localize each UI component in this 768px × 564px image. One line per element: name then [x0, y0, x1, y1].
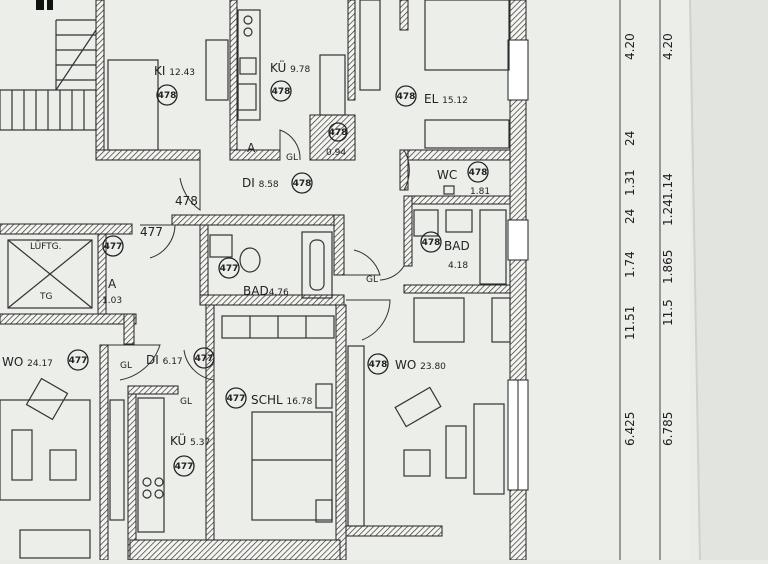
bad-right-area: 4.18: [448, 261, 468, 271]
room-label-wc: WC: [437, 168, 457, 182]
door-swings: [108, 129, 410, 381]
unit-badge-label: 478: [369, 360, 388, 370]
unit-badge-label: 478: [469, 168, 488, 178]
wc-area: 1.81: [470, 187, 490, 197]
paper-fold: [690, 0, 768, 560]
room-label-di-top: DI 8.58: [242, 176, 279, 190]
unit-badge-label: 478: [272, 87, 291, 97]
gl-label: GL: [366, 275, 378, 285]
svg-text:1.74: 1.74: [623, 251, 637, 278]
gl-label: GL: [180, 397, 192, 407]
unit-badge-label: 477: [220, 264, 239, 274]
svg-text:1.14: 1.14: [661, 173, 675, 200]
dimension-lines: [619, 0, 661, 560]
dimension-labels-left: 4.20 24 1.31 24 1.74 11.51 6.425: [623, 33, 637, 446]
abst-left-area: 1.03: [102, 296, 122, 306]
unit-badge-label: 478: [397, 92, 416, 102]
svg-text:11.5: 11.5: [661, 299, 675, 326]
room-label-schl: SCHL 16.78: [251, 393, 313, 407]
gl-label: GL: [120, 361, 132, 371]
shaft-top-label: LÜFTG.: [30, 241, 62, 252]
unit-badge: [156, 84, 178, 106]
shaft-bottom-label: TG: [39, 292, 52, 302]
room-label-di-mid: DI 6.17: [146, 353, 183, 367]
svg-text:11.51: 11.51: [623, 306, 637, 340]
dimension-labels-right: 4.20 1.24 1.14 1.865 11.5 6.785: [661, 33, 675, 446]
room-labels: KI 12.43 478 KÜ 9.78 478 478 EL 15.12 A …: [2, 59, 490, 477]
gl-label: GL: [286, 153, 298, 163]
svg-text:6.785: 6.785: [661, 412, 675, 446]
room-label-kue-top: KÜ 9.78: [270, 59, 310, 75]
unit-badge-label: 478: [422, 238, 441, 248]
abst-left-label: A: [108, 277, 117, 291]
unit-badge-label: 478: [293, 179, 312, 189]
unit-badge-label: 477: [227, 394, 246, 404]
room-label-kue-bottom: KÜ 5.37: [170, 432, 210, 448]
svg-text:24: 24: [623, 209, 637, 224]
unit-badge-label: 477: [175, 462, 194, 472]
unit-badge-label: 477: [195, 354, 214, 364]
room-label-el: EL 15.12: [424, 92, 468, 106]
room-label-wo-left: WO 24.17: [2, 355, 53, 369]
svg-text:24: 24: [623, 131, 637, 146]
unit-badge-label: 477: [69, 356, 88, 366]
abst-top-area: 0.94: [326, 148, 346, 158]
svg-text:1.24: 1.24: [661, 199, 675, 226]
svg-text:6.425: 6.425: [623, 412, 637, 446]
room-label-bad-right: BAD: [444, 239, 470, 253]
abst-top-label: A: [247, 141, 256, 155]
unit-badge-label: 477: [104, 242, 123, 252]
unit-badge-label: 478: [158, 91, 177, 101]
windows: [507, 39, 529, 491]
room-label-ki: KI 12.43: [154, 64, 195, 78]
svg-text:4.20: 4.20: [661, 33, 675, 60]
svg-text:1.31: 1.31: [623, 169, 637, 196]
room-label-wo-right: WO 23.80: [395, 358, 446, 372]
staircase: [0, 19, 97, 131]
unit-number-477: 477: [140, 225, 163, 239]
room-label-bad-mid: BAD4.76: [243, 284, 289, 298]
svg-text:1.865: 1.865: [661, 250, 675, 284]
fixtures: [0, 0, 511, 559]
svg-text:4.20: 4.20: [623, 33, 637, 60]
unit-badge-label: 478: [329, 128, 348, 138]
unit-number-478: 478: [175, 194, 198, 208]
